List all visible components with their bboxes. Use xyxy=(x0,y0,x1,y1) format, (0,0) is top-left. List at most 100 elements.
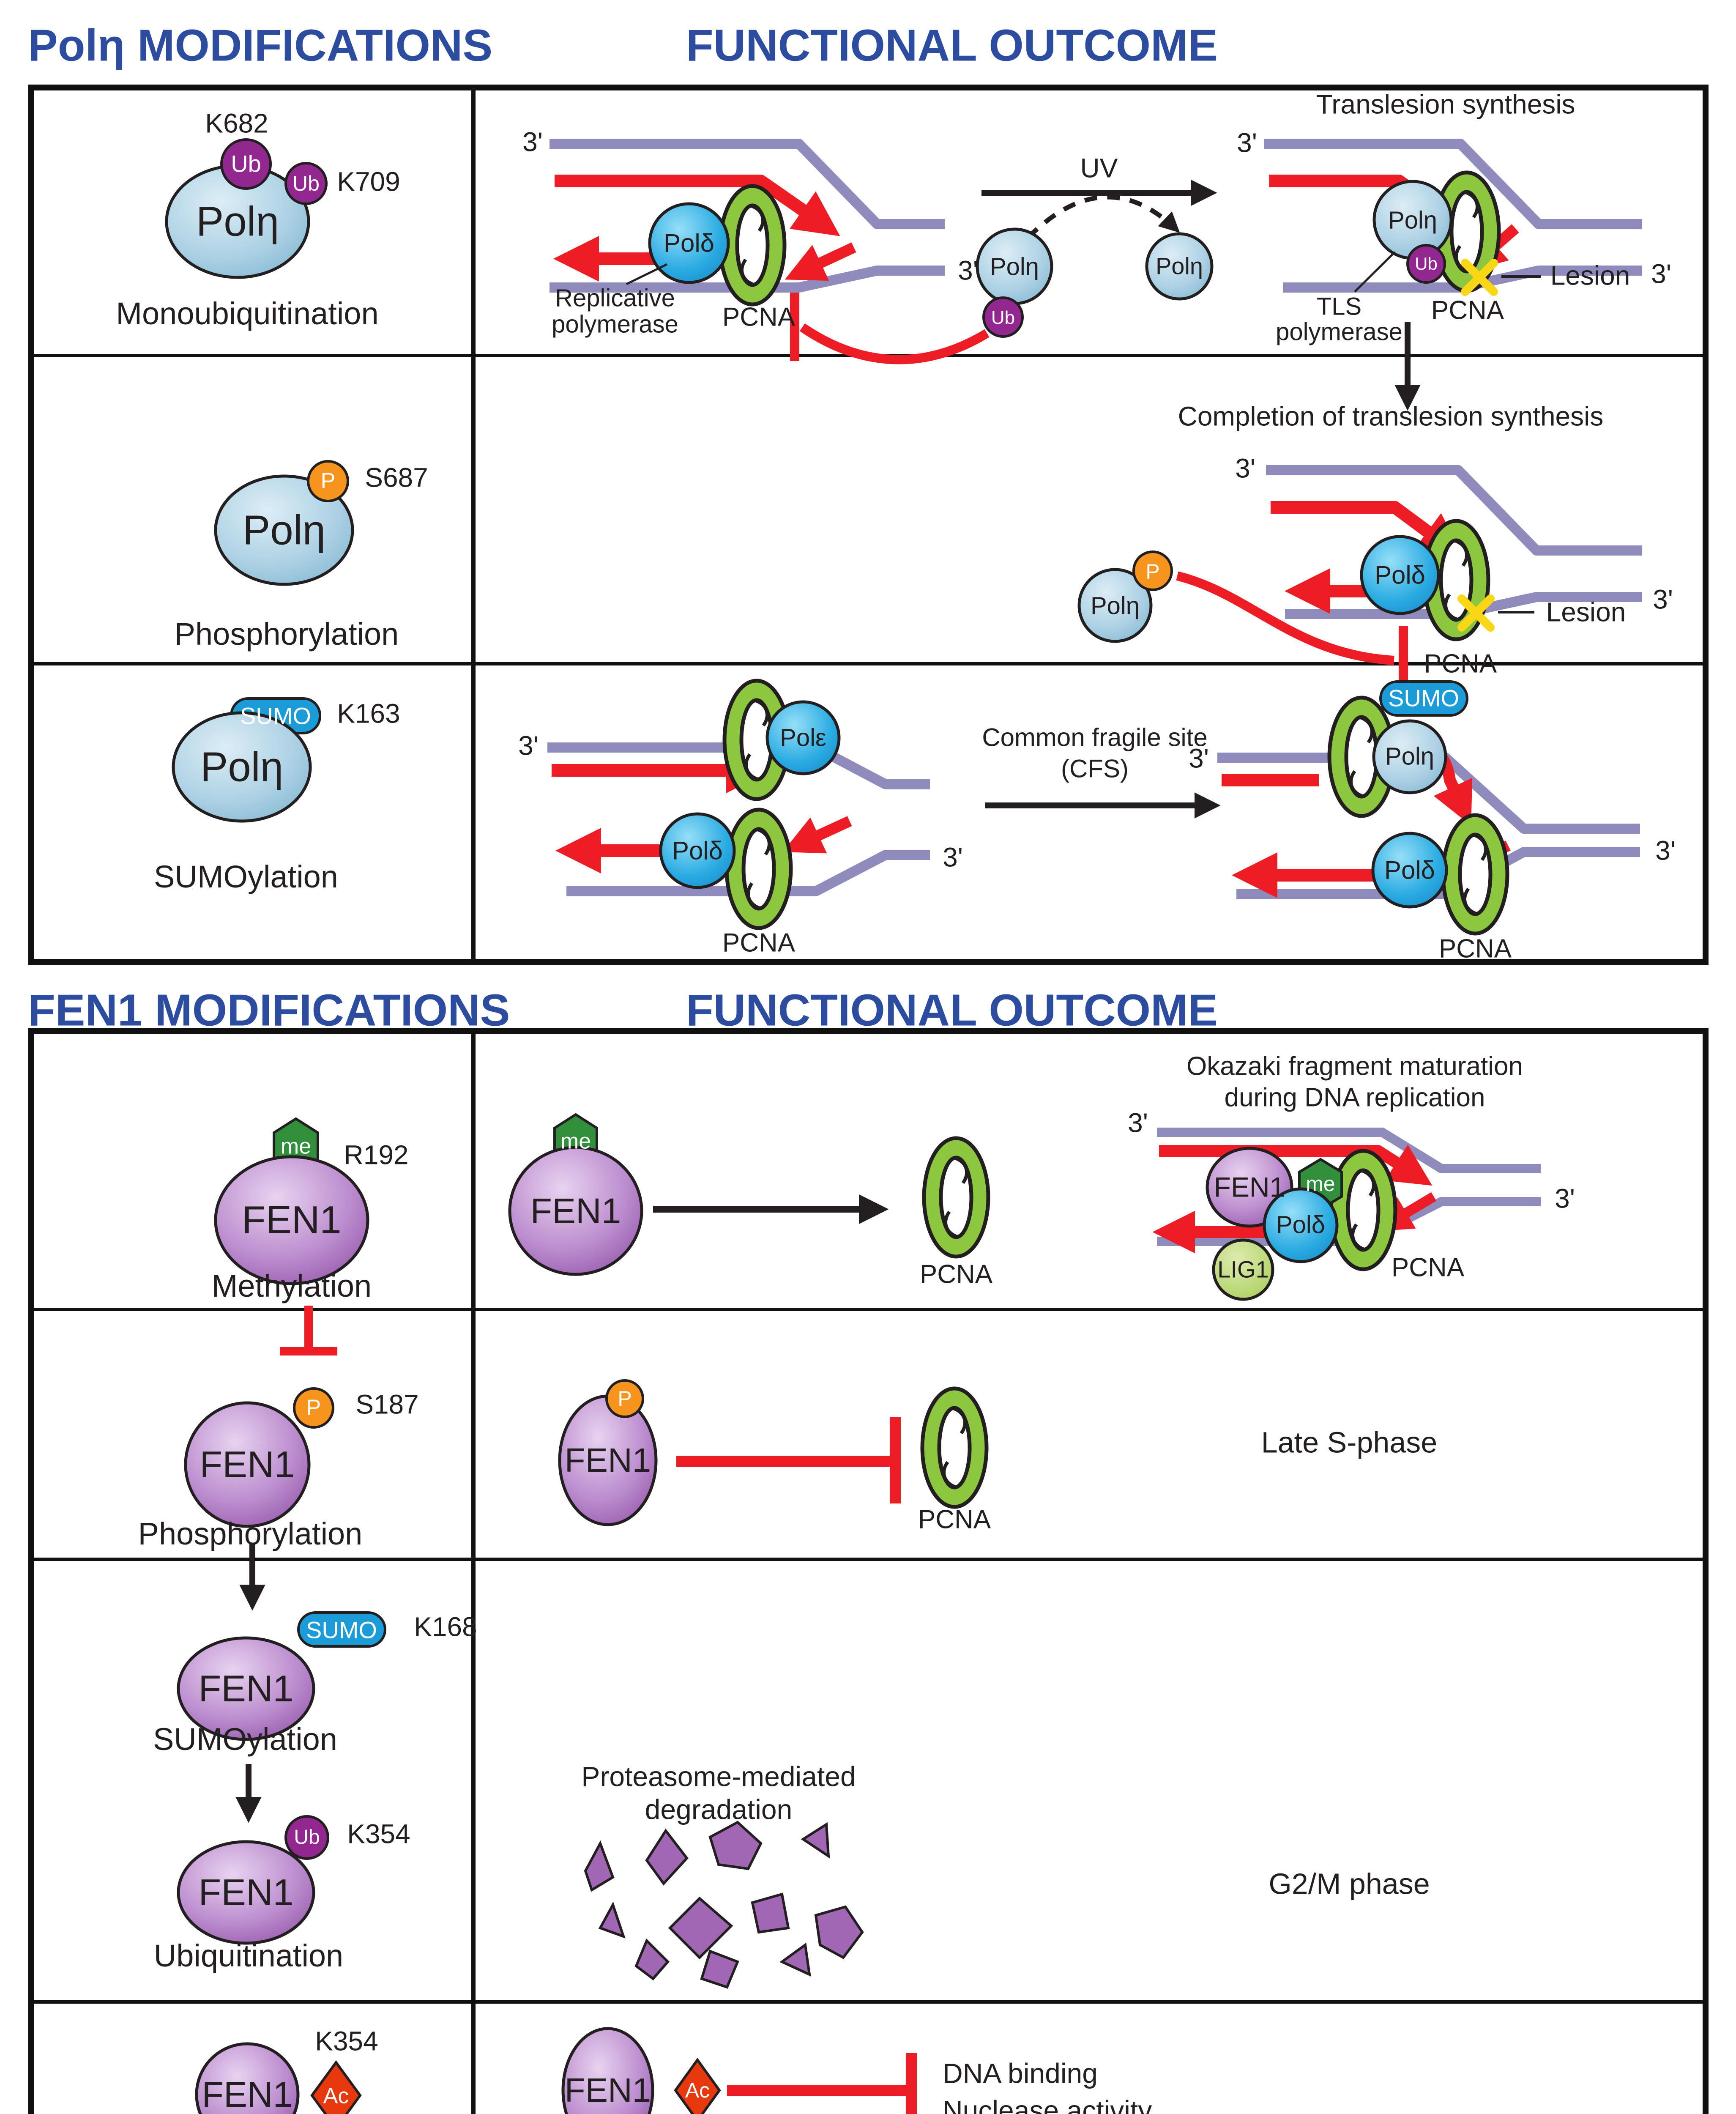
me-badge-text: me xyxy=(280,1134,312,1159)
site-s687: S687 xyxy=(365,462,428,493)
functional-outcome-title-1: FUNCTIONAL OUTCOME xyxy=(686,20,1218,71)
nuclease-activity-label: Nuclease activity xyxy=(943,2095,1152,2114)
pold-icon xyxy=(1360,535,1440,615)
pointer-line xyxy=(1354,251,1396,293)
dna-template-strand xyxy=(566,850,930,896)
tls-polymerase-line1: TLS xyxy=(1316,293,1362,320)
pold-icon xyxy=(1371,832,1448,909)
protein-polh: Polη xyxy=(200,743,284,790)
g2m-phase-label: G2/M phase xyxy=(1269,1867,1430,1900)
sumo-badge-icon xyxy=(297,1611,386,1648)
pcna-label: PCNA xyxy=(919,1260,993,1289)
protein-fen1: FEN1 xyxy=(530,1191,621,1231)
translesion-synthesis-title: Translesion synthesis xyxy=(1316,89,1575,120)
dna-end-3prime: 3' xyxy=(1555,1183,1575,1214)
ub-badge-text: Ub xyxy=(991,307,1015,328)
dna-end-3prime: 3' xyxy=(1128,1107,1148,1138)
dna-template-strand xyxy=(550,266,945,293)
ac-badge-icon xyxy=(674,2057,721,2114)
ub-badge-text: Ub xyxy=(231,150,261,177)
ub-badge-icon xyxy=(220,138,272,190)
lesion-label: Lesion xyxy=(1550,260,1630,291)
ub-badge-text: Ub xyxy=(1415,253,1438,274)
lig1-icon xyxy=(1212,1238,1274,1301)
polh-sumo-icon xyxy=(172,697,321,823)
lesion-label: Lesion xyxy=(1546,597,1626,627)
protein-fen1: FEN1 xyxy=(242,1198,342,1242)
mefen1-binds-pcna xyxy=(508,1113,988,1276)
p-badge-text: P xyxy=(618,1386,632,1410)
protein-fen1: FEN1 xyxy=(200,1443,295,1485)
protein-polh-free: Polη xyxy=(1155,252,1203,279)
ub-badge-icon xyxy=(1406,244,1446,284)
fork-completion xyxy=(1077,465,1642,687)
fen1-table-divider xyxy=(471,1028,476,2114)
proteasome-label-line1: Proteasome-mediated xyxy=(581,1761,856,1792)
site-k163: K163 xyxy=(337,698,400,729)
pold-icon xyxy=(648,202,730,284)
polh-recruitment-dashed-arrow xyxy=(1026,194,1180,239)
tls-polymerase-line2: polymerase xyxy=(1276,318,1402,346)
pcna-label: PCNA xyxy=(1438,934,1512,964)
ub-badge-text: Ub xyxy=(294,1826,320,1848)
ac-badge-icon xyxy=(310,2060,362,2114)
ub-badge-icon xyxy=(982,296,1024,338)
pointer-line xyxy=(626,263,668,285)
site-k168: K168 xyxy=(414,1611,477,1642)
sumo-badge-icon xyxy=(1379,680,1468,717)
row-caption-phosphorylation: Phosphorylation xyxy=(174,616,399,652)
completion-tls-title: Completion of translesion synthesis xyxy=(1178,401,1604,432)
protein-pole: Polε xyxy=(780,724,826,752)
polh-phospho-icon xyxy=(214,460,354,586)
row-caption-sumoylation: SUMOylation xyxy=(154,859,338,895)
acfen1-inhibits-activity xyxy=(561,2027,917,2114)
ub-badge-icon xyxy=(284,162,328,205)
pfen1-blocks-pcna xyxy=(558,1379,987,1526)
dna-end-3prime: 3' xyxy=(943,842,963,873)
pcna-label: PCNA xyxy=(1431,296,1504,325)
inhibition-line xyxy=(1176,571,1394,665)
protein-fen1: FEN1 xyxy=(1214,1171,1285,1203)
sumo-badge-text: SUMO xyxy=(306,1616,377,1643)
degradation-fragments xyxy=(584,1821,864,1989)
dna-end-3prime: 3' xyxy=(958,255,978,286)
dna-template-strand xyxy=(1266,465,1642,556)
protein-polh: Polη xyxy=(242,507,326,553)
protein-pold: Polδ xyxy=(672,836,723,865)
leading-strand-arrow xyxy=(555,175,840,236)
dna-template-strand xyxy=(1264,139,1642,229)
dna-template-strand xyxy=(550,139,945,229)
dna-end-3prime: 3' xyxy=(1235,453,1255,484)
polh-icon xyxy=(1372,719,1447,794)
protein-polh-free: Polη xyxy=(990,253,1039,281)
fen1-modifications-title: FEN1 MODIFICATIONS xyxy=(28,985,510,1035)
site-r192: R192 xyxy=(344,1139,409,1170)
dna-template-strand xyxy=(1283,266,1642,293)
protein-polh: Polη xyxy=(1388,206,1438,234)
functional-outcome-title-2: FUNCTIONAL OUTCOME xyxy=(686,985,1218,1035)
pcna-label: PCNA xyxy=(1391,1253,1465,1282)
fork-replicative xyxy=(550,139,945,304)
p-badge-icon xyxy=(293,1387,334,1429)
p-badge-text: P xyxy=(1145,559,1160,583)
fork-normal-replication xyxy=(547,681,930,928)
p-badge-text: P xyxy=(306,1395,321,1420)
fen1-methyl-icon xyxy=(214,1117,369,1355)
fen1-acetyl-icon xyxy=(195,2042,362,2114)
dna-end-3prime: 3' xyxy=(522,126,543,157)
me-badge-text: me xyxy=(1306,1172,1335,1196)
fen1-sumo-ub-icons xyxy=(177,1611,386,1945)
dna-end-3prime: 3' xyxy=(1655,835,1676,866)
row-caption-methylation: Methylation xyxy=(211,1268,372,1304)
dna-end-3prime: 3' xyxy=(1237,127,1257,158)
fork-okazaki-maturation xyxy=(1152,1128,1541,1301)
site-k709: K709 xyxy=(337,166,400,197)
p-badge-icon xyxy=(605,1379,644,1418)
inhibition-line xyxy=(799,323,990,364)
protein-fen1: FEN1 xyxy=(564,2071,651,2109)
fen1-row-line-3 xyxy=(28,2000,1709,2004)
ub-badge-text: Ub xyxy=(293,171,320,195)
p-badge-text: P xyxy=(320,468,336,493)
dna-template-strand xyxy=(1285,592,1642,619)
